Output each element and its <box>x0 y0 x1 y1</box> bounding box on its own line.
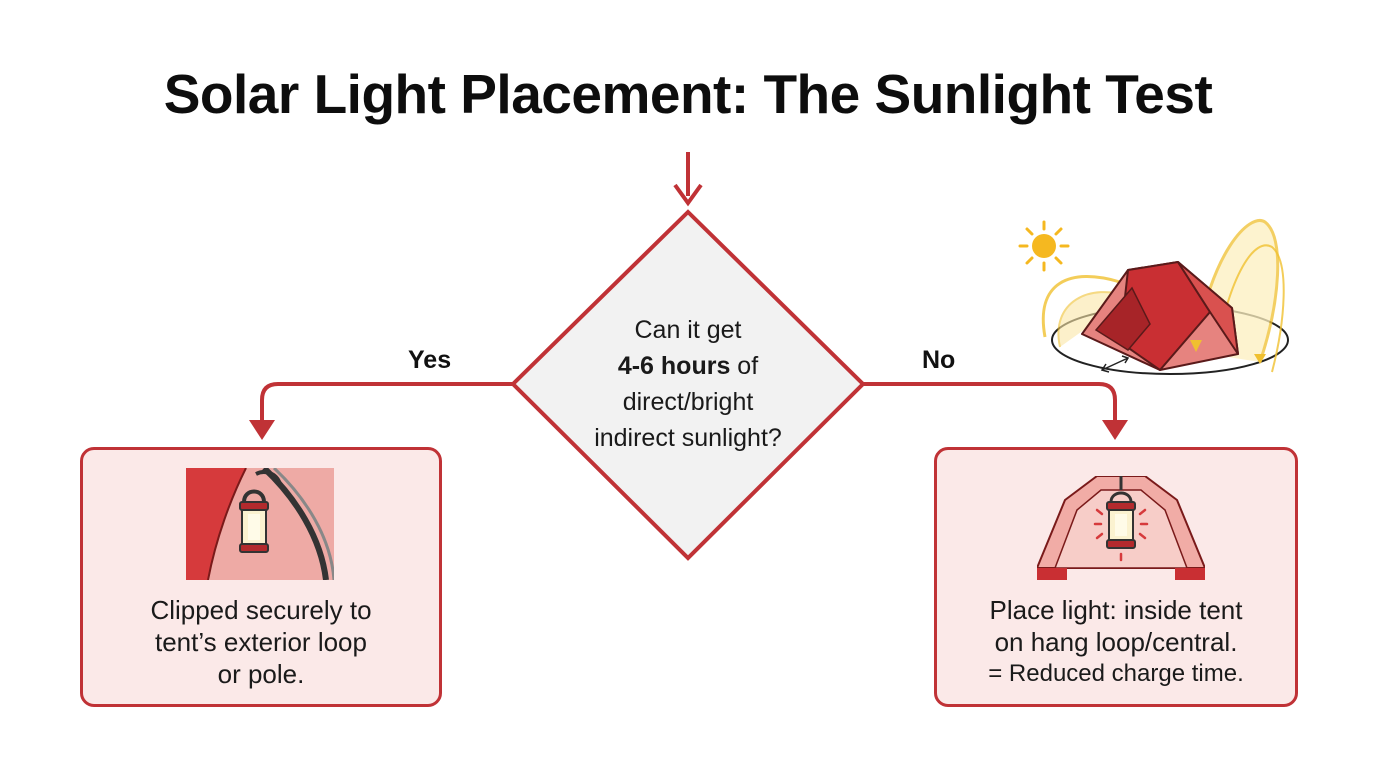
no-outcome-note: = Reduced charge time. <box>988 660 1244 687</box>
yes-outcome-text: Clipped securely to tent’s exterior loop… <box>83 594 439 690</box>
lantern-outside-tent-icon <box>186 468 334 580</box>
yes-outcome-line-3: or pole. <box>217 659 305 689</box>
decision-hours-bold: 4-6 hours <box>617 352 731 380</box>
no-label: No <box>922 346 956 374</box>
decision-question: Can it get 4-6 hours of direct/bright in… <box>560 312 816 456</box>
decision-diamond <box>510 209 866 561</box>
yes-outcome-line-1: Clipped securely to <box>150 595 372 625</box>
yes-label: Yes <box>408 346 452 374</box>
yes-connector-arrow <box>249 382 513 440</box>
no-outcome-text: Place light: inside tent on hang loop/ce… <box>937 594 1295 690</box>
decision-line-1: Can it get <box>634 316 742 344</box>
yes-outcome-line-2: tent’s exterior loop <box>155 627 367 657</box>
decision-line-4: indirect sunlight? <box>594 424 782 452</box>
tent-sun-path-illustration <box>1041 219 1289 375</box>
decision-line-2-rest: of <box>730 352 759 380</box>
entry-arrow <box>673 152 703 207</box>
no-connector-arrow <box>863 382 1128 440</box>
sun-icon <box>1018 220 1070 272</box>
no-outcome-box: Place light: inside tent on hang loop/ce… <box>934 447 1298 707</box>
yes-outcome-box: Clipped securely to tent’s exterior loop… <box>80 447 442 707</box>
no-outcome-line-2: on hang loop/central. <box>994 627 1238 657</box>
no-outcome-line-1: Place light: inside tent <box>989 595 1243 625</box>
decision-line-3: direct/bright <box>622 388 754 416</box>
page-title: Solar Light Placement: The Sunlight Test <box>163 63 1213 125</box>
lantern-inside-tent-icon <box>1037 476 1205 580</box>
